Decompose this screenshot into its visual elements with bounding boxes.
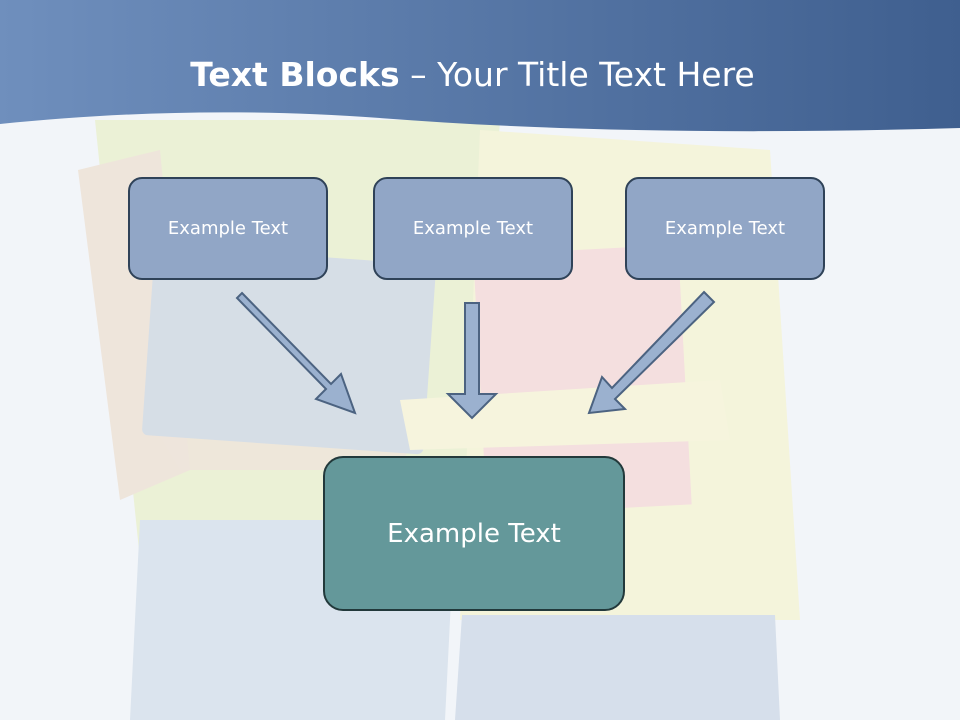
text-block-2[interactable]: Example Text xyxy=(373,177,573,280)
text-block-label: Example Text xyxy=(412,218,534,239)
target-text-block[interactable]: Example Text xyxy=(323,456,625,611)
page-title: Text Blocks – Your Title Text Here xyxy=(190,55,755,94)
text-block-1[interactable]: Example Text xyxy=(128,177,328,280)
arrow-left xyxy=(235,291,357,415)
text-block-label: Example Text xyxy=(167,218,289,239)
target-text-label: Example Text xyxy=(387,518,561,549)
text-block-3[interactable]: Example Text xyxy=(625,177,825,280)
arrow-middle xyxy=(445,302,499,420)
arrow-right xyxy=(587,290,716,415)
text-block-label: Example Text xyxy=(664,218,786,239)
